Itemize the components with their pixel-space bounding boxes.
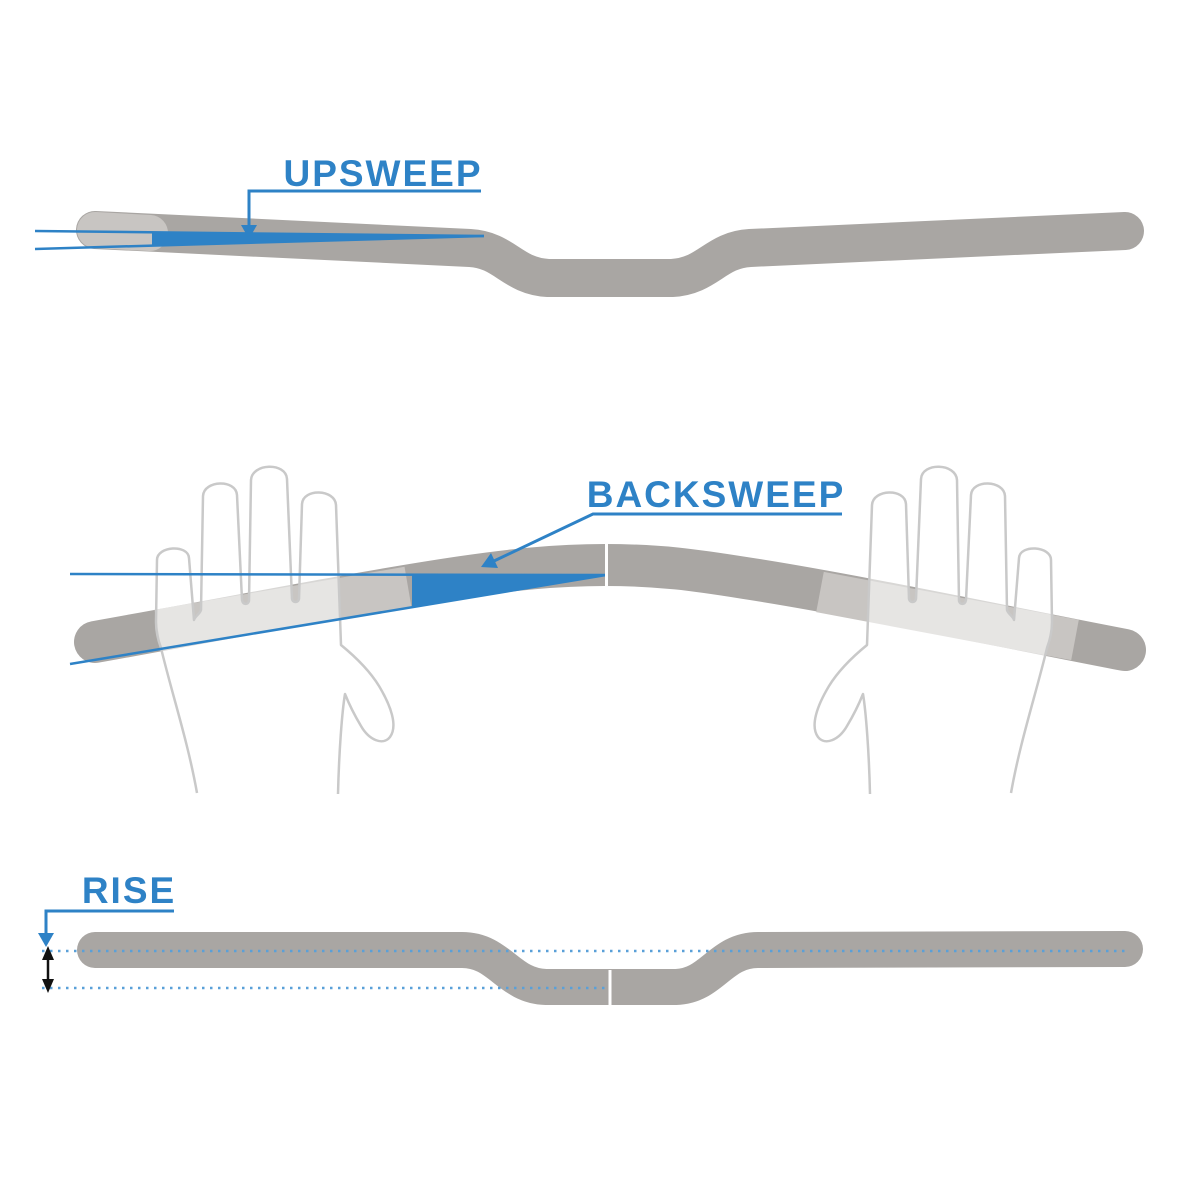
backsweep-label: BACKSWEEP <box>587 474 846 515</box>
upsweep-reference-line <box>34 229 485 238</box>
rise-view: RISE <box>38 870 1143 1005</box>
upsweep-axis-line <box>34 234 485 251</box>
rise-arrowhead-icon <box>38 933 54 947</box>
backsweep-leader-line <box>493 512 842 563</box>
backsweep-arrowhead-icon <box>481 553 498 568</box>
right-hand-outline <box>813 465 1054 795</box>
backsweep-reference-line <box>69 572 607 577</box>
rise-measure-arrowhead-up-icon <box>42 946 54 960</box>
upsweep-label: UPSWEEP <box>283 153 482 194</box>
backsweep-view: BACKSWEEP <box>69 465 1146 795</box>
handlebar-front-profile <box>76 211 1144 297</box>
upsweep-view: UPSWEEP <box>34 153 1144 297</box>
upsweep-leader-line <box>247 189 481 226</box>
rise-leader-line <box>44 909 174 934</box>
backsweep-axis-line <box>69 573 607 666</box>
upsweep-arrowhead-icon <box>241 225 257 239</box>
rise-label: RISE <box>82 870 176 911</box>
rise-measure-arrowhead-down-icon <box>42 979 54 993</box>
